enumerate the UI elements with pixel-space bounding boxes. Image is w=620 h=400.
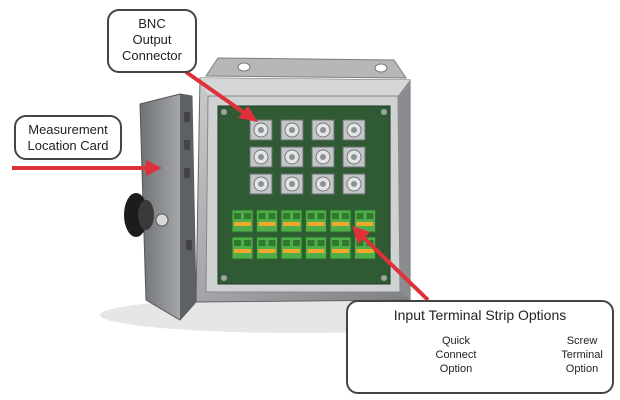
bnc-connector	[342, 146, 366, 168]
bnc-connector-grid	[249, 119, 366, 195]
terminal-block	[256, 236, 278, 260]
bnc-callout-line1: BNC	[138, 16, 166, 31]
terminal-block	[231, 209, 254, 233]
quick-connect-option-label: Quick Connect Option	[428, 334, 484, 376]
mounting-flange	[205, 57, 407, 79]
bnc-connector	[311, 173, 335, 195]
bnc-connector	[280, 119, 304, 141]
terminal-block	[256, 209, 278, 233]
door-latch-knob	[124, 193, 154, 237]
door-hinge-bolt	[155, 213, 169, 227]
measurement-callout-line1: Measurement	[28, 122, 108, 137]
measurement-callout-line2: Location Card	[27, 138, 109, 153]
bnc-callout-arrow	[184, 70, 258, 122]
terminal-block	[329, 236, 352, 260]
bnc-connector	[280, 173, 304, 195]
input-terminal-strip-options-callout: Input Terminal Strip Options	[346, 300, 614, 394]
screw-line2: Terminal	[561, 349, 603, 361]
terminal-block	[329, 209, 352, 233]
quick-line2: Connect	[435, 349, 477, 361]
screw-terminal-option-label: Screw Terminal Option	[554, 334, 610, 376]
bnc-connector	[311, 119, 335, 141]
enclosure-door	[139, 93, 197, 321]
screw-line3: Option	[565, 363, 599, 375]
screw-line1: Screw	[566, 335, 598, 347]
bnc-connector	[249, 119, 273, 141]
terminal-block	[280, 236, 303, 260]
measurement-callout-arrow	[12, 160, 162, 176]
bnc-connector	[280, 146, 304, 168]
terminal-block	[280, 209, 303, 233]
bnc-connector	[342, 173, 366, 195]
terminal-strip-rows	[231, 209, 376, 260]
bnc-callout-line2: Output	[132, 32, 172, 47]
bnc-output-connector-callout: BNC Output Connector	[107, 9, 197, 73]
terminal-block	[354, 209, 376, 233]
input-strip-title: Input Terminal Strip Options	[393, 307, 567, 323]
terminal-block	[231, 236, 254, 260]
terminal-block	[305, 209, 327, 233]
bnc-callout-line3: Connector	[122, 48, 182, 63]
bnc-connector	[311, 146, 335, 168]
bnc-connector	[249, 146, 273, 168]
bnc-connector	[249, 173, 273, 195]
measurement-location-card-callout: Measurement Location Card	[14, 115, 122, 160]
quick-line1: Quick	[441, 335, 471, 347]
terminal-block	[305, 236, 327, 260]
input-strip-callout-arrow	[352, 226, 430, 302]
quick-line3: Option	[439, 363, 473, 375]
bnc-connector	[342, 119, 366, 141]
